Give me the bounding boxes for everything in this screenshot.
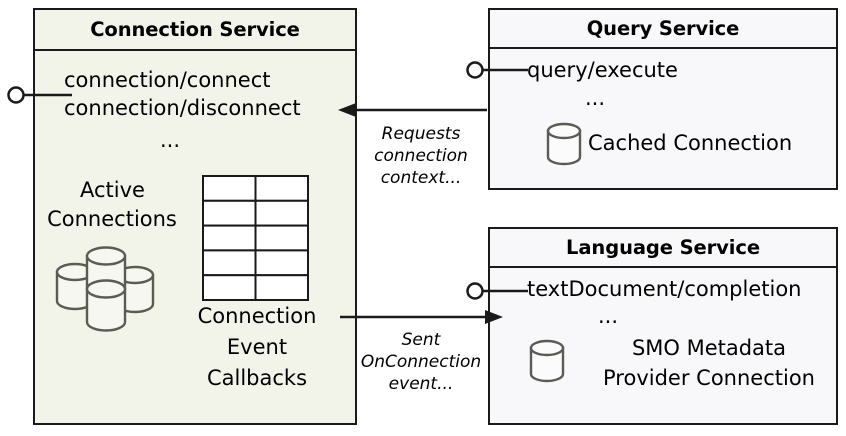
query-service-interface-execute[interactable]: query/execute <box>527 58 678 82</box>
language-service-interface-ellipsis: ... <box>597 304 619 328</box>
query-service-component[interactable]: Query Service <box>488 8 838 190</box>
connection-service-interface-ellipsis: ... <box>159 128 181 152</box>
smo-metadata-label-line1: SMO Metadata <box>631 336 787 360</box>
language-service-component[interactable]: Language Service <box>488 227 838 425</box>
connection-service-interface-connect[interactable]: connection/connect <box>64 68 271 92</box>
connection-event-callbacks-label-line3: Callbacks <box>206 366 308 390</box>
query-service-interface-ellipsis: ... <box>584 86 606 110</box>
connection-service-title: Connection Service <box>35 10 355 51</box>
edge-label-requests-connection-context: Requests connection context... <box>358 124 484 189</box>
active-connections-label-line1: Active <box>80 178 145 202</box>
edge-label-line1: Sent <box>401 330 441 350</box>
edge-label-line2: OnConnection <box>360 351 482 372</box>
edge-arrow-connection-to-language <box>340 310 503 324</box>
edge-label-line1: Requests <box>381 124 461 144</box>
active-connections-label-line2: Connections <box>47 207 177 231</box>
edge-label-line3: event... <box>388 373 454 394</box>
cached-connection-label: Cached Connection <box>588 131 793 155</box>
connection-service-interface-disconnect[interactable]: connection/disconnect <box>64 96 301 120</box>
edge-label-line3: context... <box>380 167 462 188</box>
language-service-interface-completion[interactable]: textDocument/completion <box>527 277 802 301</box>
edge-arrow-query-to-connection <box>338 103 487 117</box>
query-service-title: Query Service <box>490 10 836 49</box>
language-service-title: Language Service <box>490 229 836 268</box>
connection-event-callbacks-label-line1: Connection <box>197 304 317 328</box>
edge-label-sent-onconnection-event: Sent OnConnection event... <box>358 330 484 395</box>
edge-label-line2: connection <box>374 145 468 166</box>
connection-event-callbacks-label-line2: Event <box>226 335 288 359</box>
smo-metadata-label-line2: Provider Connection <box>603 366 815 390</box>
